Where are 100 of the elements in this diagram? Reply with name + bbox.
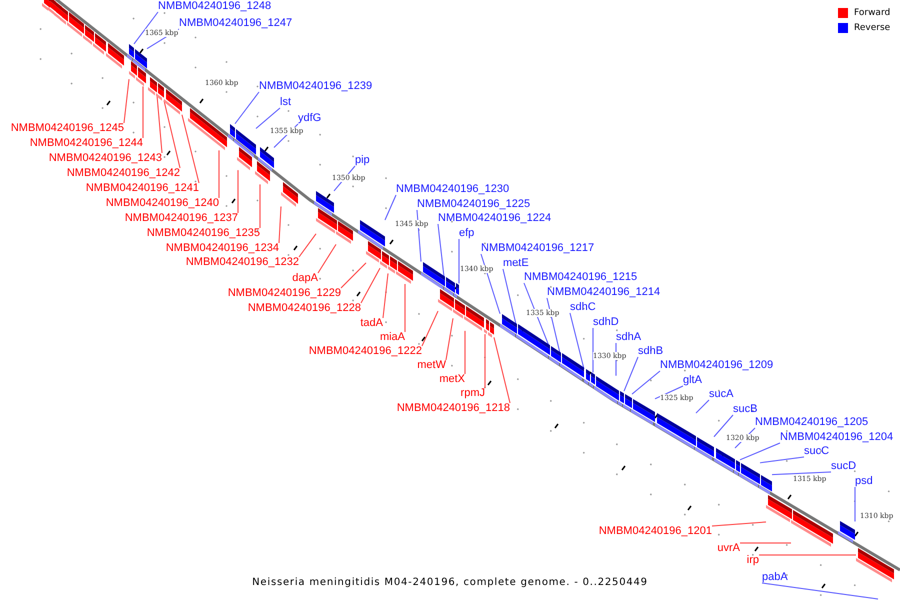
gene-label: ydfG xyxy=(298,112,322,125)
leader-line xyxy=(632,370,660,395)
gene-block xyxy=(714,448,735,472)
gene-label: NMBM04240196_1217 xyxy=(481,242,594,255)
gene-block xyxy=(188,108,227,150)
gene-label: NMBM04240196_1224 xyxy=(438,212,552,225)
gene-label: NMBM04240196_1237 xyxy=(124,212,238,225)
gene-block xyxy=(584,369,590,385)
gene-label: sucB xyxy=(733,403,758,416)
gene-label: metW xyxy=(417,359,446,372)
gene-block xyxy=(255,161,270,184)
leader-line xyxy=(360,268,380,304)
leader-line xyxy=(446,318,454,360)
leader-line xyxy=(712,522,766,526)
leader-line xyxy=(524,282,550,347)
leader-line xyxy=(318,244,336,274)
leader-line xyxy=(654,386,684,400)
gene-label: NMBM04240196_1239 xyxy=(259,80,372,93)
gene-block xyxy=(237,146,252,170)
gene-label: sucC xyxy=(804,445,830,458)
leader-line xyxy=(740,542,792,544)
leader-line xyxy=(382,272,388,318)
gene-block xyxy=(396,261,413,284)
leader-line xyxy=(298,233,316,258)
gene-block xyxy=(366,241,381,263)
gene-label: NMBM04240196_1235 xyxy=(146,227,260,240)
gene-block xyxy=(464,306,484,331)
gene-label: dapA xyxy=(292,272,318,285)
gene-label: NMBM04240196_1222 xyxy=(308,345,422,358)
leader-line xyxy=(256,108,280,129)
gene-label: NMBM04240196_1215 xyxy=(524,271,638,284)
gene-label: gltA xyxy=(683,374,702,387)
gene-label: NMBM04240196_1228 xyxy=(248,302,361,315)
gene-label: NMBM04240196_1247 xyxy=(179,17,292,30)
gene-block xyxy=(106,43,124,69)
gene-label: NMBM04240196_1204 xyxy=(780,431,894,444)
gene-block xyxy=(388,256,397,274)
gene-label: NMBM04240196_1201 xyxy=(598,525,712,538)
gene-label: psd xyxy=(855,475,873,488)
leader-line xyxy=(422,310,438,346)
gene-label: sucA xyxy=(709,388,734,401)
gene-label: NMBM04240196_1245 xyxy=(10,122,124,135)
gene-block xyxy=(589,372,595,388)
gene-block xyxy=(655,413,696,450)
leader-line xyxy=(624,356,638,392)
caption: Neisseria meningitidis M04-240196, complete genome. - 0..2250449 xyxy=(252,577,648,588)
gene-label: NMBM04240196_1240 xyxy=(106,197,219,210)
leader-line xyxy=(384,194,396,220)
gene-label: uvrA xyxy=(717,542,740,555)
leader-line xyxy=(404,283,406,332)
leader-line xyxy=(480,254,500,314)
leader-line xyxy=(124,78,130,124)
gene-block xyxy=(444,276,455,296)
gene-block xyxy=(228,124,235,141)
gene-block xyxy=(856,548,894,582)
gene-label: efp xyxy=(459,227,474,240)
gene-label: NMBM04240196_1229 xyxy=(228,287,341,300)
gene-block xyxy=(358,220,385,250)
gene-label: sdhC xyxy=(570,301,596,314)
gene-label: NMBM04240196_1214 xyxy=(547,286,660,299)
leader-line xyxy=(762,582,878,600)
leader-line xyxy=(164,100,180,168)
leader-line xyxy=(142,86,144,138)
gene-block xyxy=(67,12,84,38)
gene-label: irp xyxy=(746,554,759,567)
leader-line xyxy=(278,206,282,244)
leader-line xyxy=(156,94,162,154)
gene-block xyxy=(560,353,584,381)
gene-block xyxy=(454,283,459,298)
leader-line xyxy=(740,442,780,460)
gene-block xyxy=(54,2,62,20)
gene-block xyxy=(766,494,792,522)
gene-label: NMBM04240196_1225 xyxy=(417,198,530,211)
gene-block xyxy=(631,398,655,425)
legend-label: Reverse xyxy=(854,23,890,33)
leader-line xyxy=(218,150,220,198)
gene-label: pip xyxy=(355,154,370,167)
leader-line xyxy=(760,456,804,464)
gene-block xyxy=(93,33,106,55)
gene-block xyxy=(48,0,56,16)
gene-label: NMBM04240196_1205 xyxy=(755,416,868,429)
leader-line xyxy=(570,312,584,370)
gene-label: rpmJ xyxy=(460,387,485,400)
gene-label: sdhA xyxy=(616,331,642,344)
legend-label: Forward xyxy=(854,8,890,18)
gene-block xyxy=(60,6,68,25)
gene-block xyxy=(314,190,334,216)
gene-label: NMBM04240196_1209 xyxy=(660,359,774,372)
gene-block xyxy=(127,44,134,61)
gene-block xyxy=(129,61,137,80)
gene-block xyxy=(516,324,550,358)
leader-line xyxy=(484,334,486,388)
gene-block xyxy=(734,460,740,476)
leader-line xyxy=(340,262,366,288)
gene-block xyxy=(164,89,182,115)
gene-label: metE xyxy=(503,257,529,270)
gene-label: pabA xyxy=(762,571,788,584)
gene-block xyxy=(421,262,445,290)
gene-block xyxy=(453,298,465,318)
gene-block xyxy=(258,147,274,172)
